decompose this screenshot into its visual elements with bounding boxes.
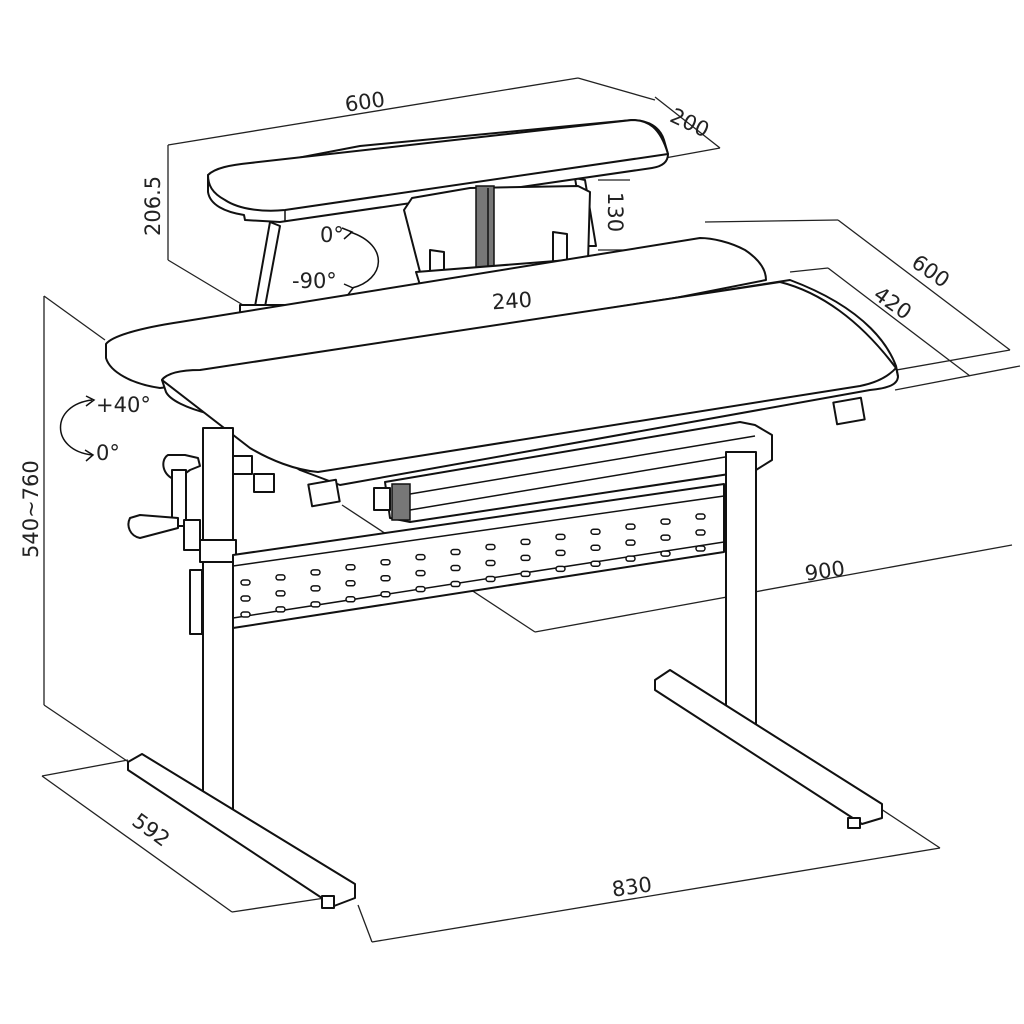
crossbar-slot [695,529,706,536]
tilt-angle-arrow [59,395,96,462]
crossbar-slot [590,528,601,535]
crossbar [232,483,725,629]
tilt-top-depth-label: 420 [869,282,916,325]
crossbar-slot [520,538,531,546]
crossbar-slot [310,585,321,592]
crossbar-holes [240,513,706,618]
crossbar-slot [555,549,566,557]
crossbar-slot [590,560,601,567]
left-leg [127,427,356,909]
crossbar-slot [275,590,286,597]
crossbar-slot [380,590,391,598]
dimension-labels: 600 200 206.5 130 240 600 420 900 540~76… [19,87,954,901]
crossbar-slot [415,569,426,577]
tilt-angle-upper-label: +40° [96,393,151,417]
crossbar-slot [590,544,601,551]
crossbar-slot [555,533,566,541]
crossbar-slot [415,553,426,561]
right-leg [654,451,883,829]
crossbar-slot [380,558,391,566]
base-width-label: 830 [610,872,653,901]
height-range-label: 540~760 [19,460,43,558]
crossbar-slot [660,550,671,557]
bookstand-width-label: 240 [491,288,533,315]
shelf-width-label: 600 [343,87,386,116]
crossbar-slot [275,574,286,581]
crossbar-slot [310,569,321,576]
base-depth-label: 592 [128,809,175,852]
crossbar-slot [660,518,671,525]
crossbar-slot [625,555,636,562]
crossbar-slot [660,534,671,541]
bookstand-angle-arrow [341,227,379,297]
under-desk-parts [231,396,866,523]
desk-width-label: 900 [803,556,846,585]
tilt-angle-lower-label: 0° [96,441,120,465]
crossbar-slot [240,595,251,602]
crossbar-slot [485,575,496,583]
crossbar-slot [695,545,706,552]
crossbar-slot [380,574,391,582]
crossbar-slot [520,570,531,578]
bookstand-angle-lower-label: -90° [292,269,337,293]
crossbar-slot [450,564,461,572]
crossbar-slot [485,543,496,551]
crossbar-slot [450,548,461,556]
crossbar-slot [240,579,251,586]
crossbar-slot [450,580,461,588]
crossbar-slot [310,601,321,608]
crossbar-slot [555,565,566,573]
crossbar-slot [345,580,356,587]
crossbar-slot [485,559,496,567]
crossbar-slot [695,513,706,520]
crossbar-slot [345,596,356,603]
bookstand-angle-upper-label: 0° [320,223,344,247]
crossbar-slot [275,606,286,613]
crossbar-slot [240,611,251,618]
crank-handle [127,454,215,551]
crossbar-slot [345,564,356,571]
crossbar-slot [625,539,636,546]
shelf-height-label: 206.5 [141,176,165,236]
crossbar-slot [520,554,531,562]
bookstand-height-label: 130 [603,192,627,232]
desk-depth-label: 600 [907,250,954,293]
crossbar-slot [625,523,636,530]
desk-top [105,237,899,486]
crossbar-slot [415,585,426,593]
